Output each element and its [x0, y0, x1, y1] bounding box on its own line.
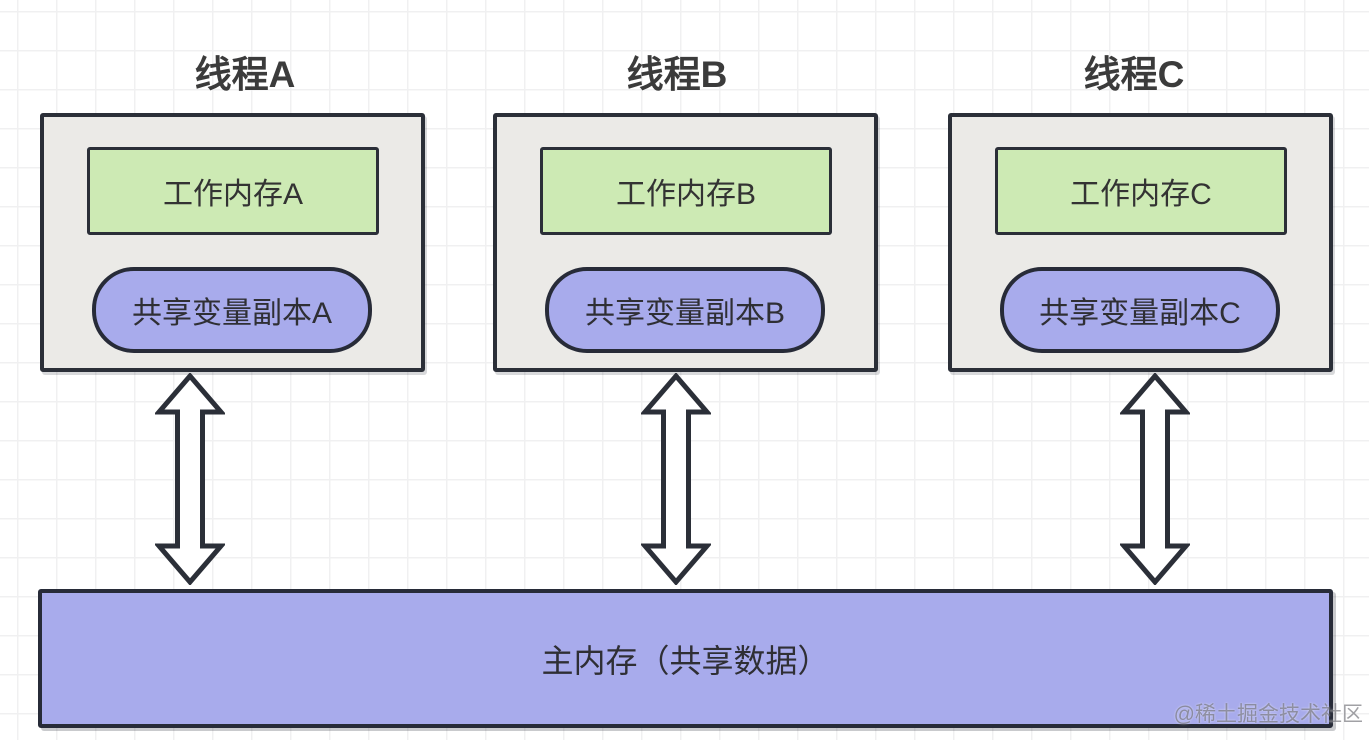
thread-b-title: 线程B: [626, 54, 728, 95]
working-memory-b-box: 工作内存B: [540, 147, 832, 235]
main-memory-box: 主内存（共享数据）: [38, 589, 1333, 728]
working-memory-a-box: 工作内存A: [87, 147, 379, 235]
double-arrow-b-icon: [641, 373, 711, 585]
shared-variable-copy-c-pill: 共享变量副本C: [1000, 267, 1280, 353]
shared-variable-copy-a-pill: 共享变量副本A: [92, 267, 372, 353]
main-memory-label: 主内存（共享数据）: [541, 642, 830, 679]
working-memory-c-box: 工作内存C: [995, 147, 1287, 235]
shared-variable-copy-b-pill: 共享变量副本B: [545, 267, 825, 353]
thread-c-title: 线程C: [1083, 54, 1185, 95]
thread-c-box: 工作内存C 共享变量副本C: [948, 113, 1333, 372]
double-arrow-c-icon: [1120, 373, 1190, 585]
thread-b-box: 工作内存B 共享变量副本B: [493, 113, 878, 372]
watermark-text: @稀土掘金技术社区: [1173, 703, 1363, 726]
thread-a-box: 工作内存A 共享变量副本A: [40, 113, 425, 372]
double-arrow-a-icon: [155, 373, 225, 585]
thread-a-title: 线程A: [194, 54, 296, 95]
